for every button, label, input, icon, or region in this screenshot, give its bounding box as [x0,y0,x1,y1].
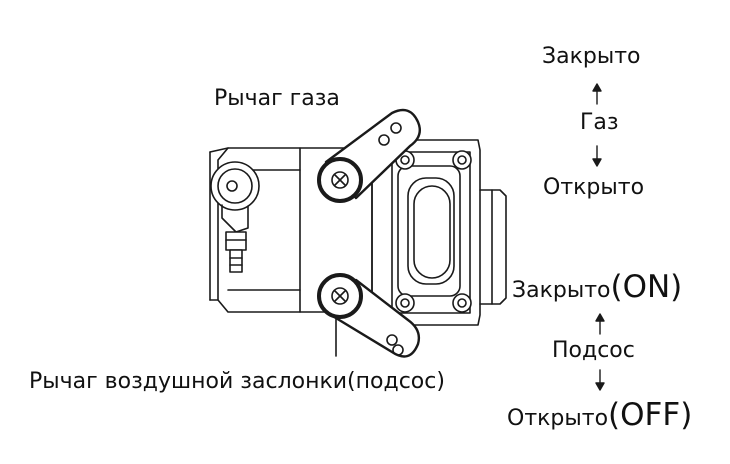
choke-closed-state: (ON) [610,269,683,305]
carburetor-right-body [371,139,507,326]
throttle-lever [317,108,421,203]
throttle-name-label: Газ [580,110,619,135]
arrow-up-icon [592,83,602,105]
choke-closed-text: Закрыто [512,278,611,303]
choke-open-label: Открыто(OFF) [507,400,692,431]
choke-name-label: Подсос [552,338,635,363]
arrow-down-icon [595,369,605,391]
choke-open-state: (OFF) [608,397,693,433]
arrow-up-icon [595,313,605,335]
choke-closed-label: Закрыто(ON) [512,272,682,303]
throttle-lever-label: Рычаг газа [214,86,340,111]
choke-lever [317,273,421,358]
arrow-down-icon [592,145,602,167]
throttle-closed-label: Закрыто [542,44,641,69]
fuel-inlet-fitting [210,161,260,273]
throttle-open-label: Открыто [543,175,645,200]
choke-open-text: Открыто [507,406,609,431]
choke-lever-label: Рычаг воздушной заслонки(подсос) [29,369,445,394]
